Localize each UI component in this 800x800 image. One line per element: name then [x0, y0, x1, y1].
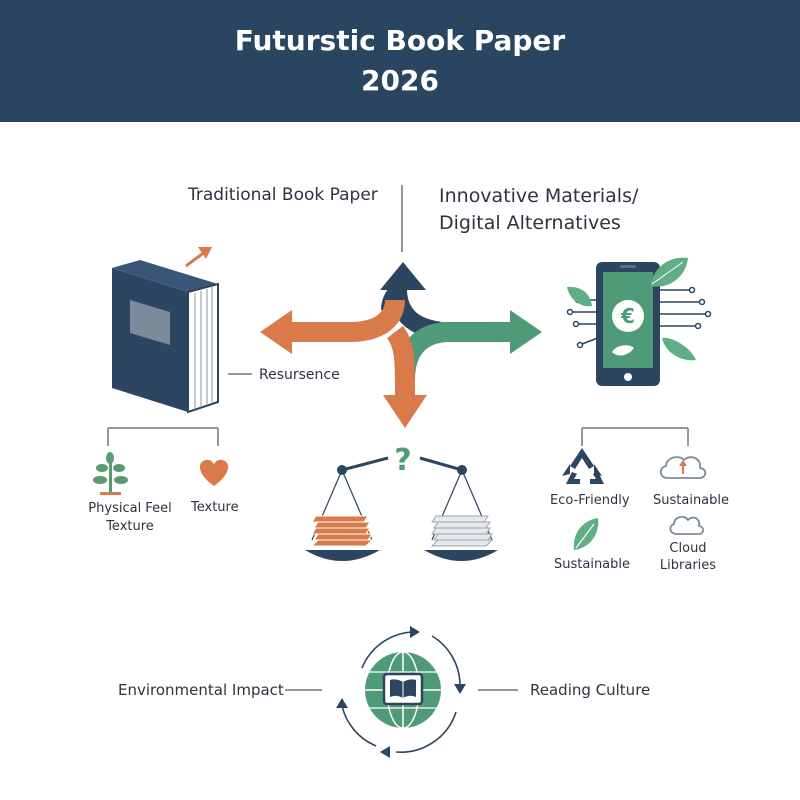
- question-mark: ?: [394, 443, 411, 478]
- right-feature-connector: [581, 427, 689, 446]
- sustainable-label-leaf: Sustainable: [554, 557, 631, 572]
- cloud-libraries-label: Cloud Libraries: [655, 540, 721, 574]
- left-feature-connector: [107, 427, 219, 446]
- resursence-label: Resursence: [259, 367, 340, 383]
- leaf-icon: [573, 518, 599, 550]
- sustainable-label-cloud: Sustainable: [653, 493, 730, 508]
- cloud-libraries-line2: Libraries: [659, 558, 717, 573]
- heart-icon: [199, 459, 229, 486]
- physical-feel-label: Physical Feel Texture: [75, 500, 185, 536]
- physical-feel-line1: Physical Feel: [88, 501, 172, 516]
- right-arrow-head: [510, 310, 542, 354]
- down-arrow-head: [383, 395, 427, 428]
- globe-book-icon: [365, 651, 441, 729]
- eco-friendly-label: Eco-Friendly: [550, 493, 630, 508]
- innovative-heading: Innovative Materials/ Digital Alternativ…: [439, 183, 638, 237]
- reading-culture-label: Reading Culture: [530, 681, 651, 699]
- innovative-heading-line2: Digital Alternatives: [439, 212, 621, 234]
- trend-arrow-icon: [185, 247, 212, 268]
- innovative-heading-line1: Innovative Materials/: [439, 185, 639, 207]
- leaf-decoration-icon: [567, 257, 696, 361]
- page-title-line1: Futurstic Book Paper: [234, 24, 566, 57]
- crossroads-arrows: [260, 262, 542, 428]
- header-banner: Futurstic Book Paper 2026: [0, 0, 800, 122]
- plant-icon: [93, 452, 128, 495]
- up-arrow-head: [380, 262, 426, 290]
- cloud-upload-icon: [659, 456, 707, 479]
- traditional-heading: Traditional Book Paper: [188, 185, 378, 205]
- svg-text:€: €: [620, 304, 635, 328]
- cloud-libraries-line1: Cloud: [669, 541, 707, 556]
- left-arrow-head: [260, 310, 292, 354]
- texture-label: Texture: [191, 500, 239, 515]
- balance-scale-icon: [305, 456, 498, 561]
- environmental-impact-label: Environmental Impact: [118, 681, 284, 699]
- book-icon: [112, 260, 219, 414]
- page-title-line2: 2026: [361, 64, 439, 97]
- circuit-lines-icon: [566, 286, 712, 349]
- physical-feel-line2: Texture: [106, 519, 154, 534]
- cloud-icon: [669, 515, 705, 535]
- recycle-icon: [562, 448, 604, 484]
- cycle-arrows-icon: [341, 631, 461, 753]
- euro-icon: €: [612, 300, 644, 332]
